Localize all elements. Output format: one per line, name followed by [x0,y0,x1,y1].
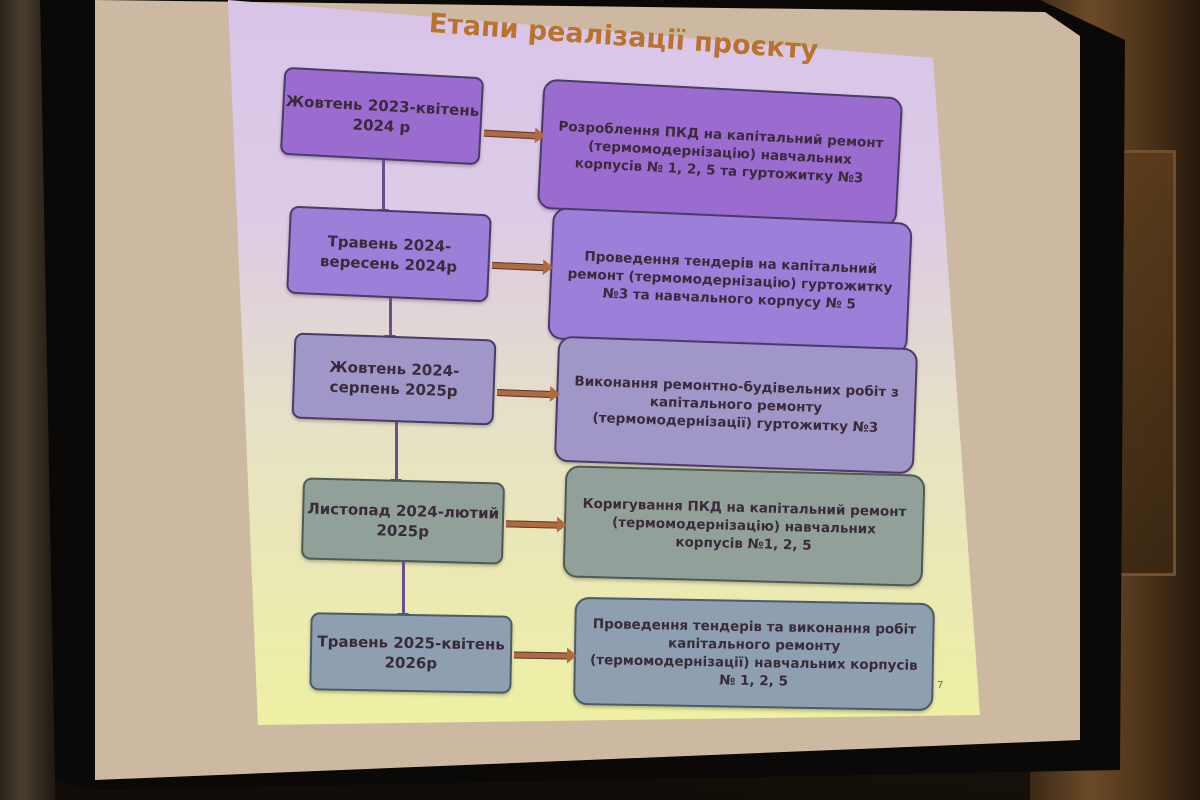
stage-1-connector [377,160,389,217]
stage-3-description: Виконання ремонтно-будівельних робіт з к… [553,335,919,475]
slide-page-number: 7 [937,680,944,691]
stage-1-period: Жовтень 2023-квітень 2024 р [279,66,485,166]
stage-1-description: Розроблення ПКД на капітальний ремонт (т… [536,78,904,228]
stage-2-connector [384,298,396,343]
stage-2-period: Травень 2024-вересень 2024р [286,205,492,303]
stage-5-description: Проведення тендерів та виконання робіт к… [573,596,935,712]
stage-4-connector [397,562,409,621]
stage-4-period: Листопад 2024-лютий 2025р [300,477,506,565]
stage-3-connector [390,422,402,487]
stage-2-description: Проведення тендерів на капітальний ремон… [547,207,913,355]
stage-3-period: Жовтень 2024-серпень 2025р [291,332,497,426]
stage-4-description: Коригування ПКД на капітальний ремонт (т… [562,465,926,587]
stage-4-arrow [505,520,559,529]
stage-5-arrow [513,651,569,660]
stage-5-period: Травень 2025-квітень 2026р [309,612,513,694]
